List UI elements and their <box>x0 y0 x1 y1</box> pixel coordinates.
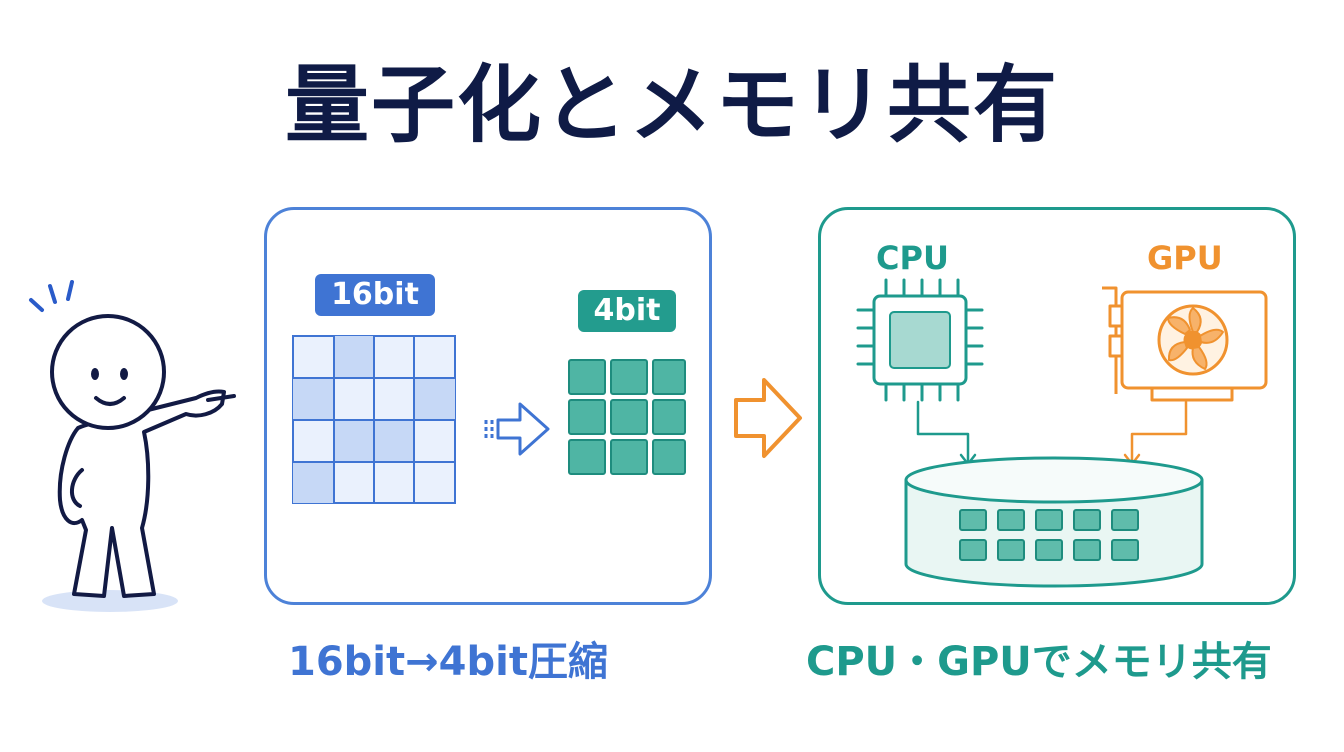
gpu-card-icon <box>1102 286 1268 402</box>
cpu-chip-icon <box>856 278 984 402</box>
badge-16bit: 16bit <box>315 274 435 316</box>
fan-icon <box>1157 304 1229 376</box>
cpu-label: CPU <box>876 239 949 277</box>
quantization-caption: 16bit→4bit圧縮 <box>288 639 608 685</box>
badge-4bit: 4bit <box>578 290 676 332</box>
shared-memory-icon <box>904 456 1204 588</box>
compress-arrow-icon <box>484 402 550 456</box>
grid-16bit-icon <box>292 335 456 504</box>
page-title: 量子化とメモリ共有 <box>284 56 1059 154</box>
memory-sharing-caption: CPU・GPUでメモリ共有 <box>806 639 1272 685</box>
grid-4bit-icon <box>568 359 686 475</box>
gpu-label: GPU <box>1147 239 1223 277</box>
arrow-right-icon <box>734 378 802 458</box>
